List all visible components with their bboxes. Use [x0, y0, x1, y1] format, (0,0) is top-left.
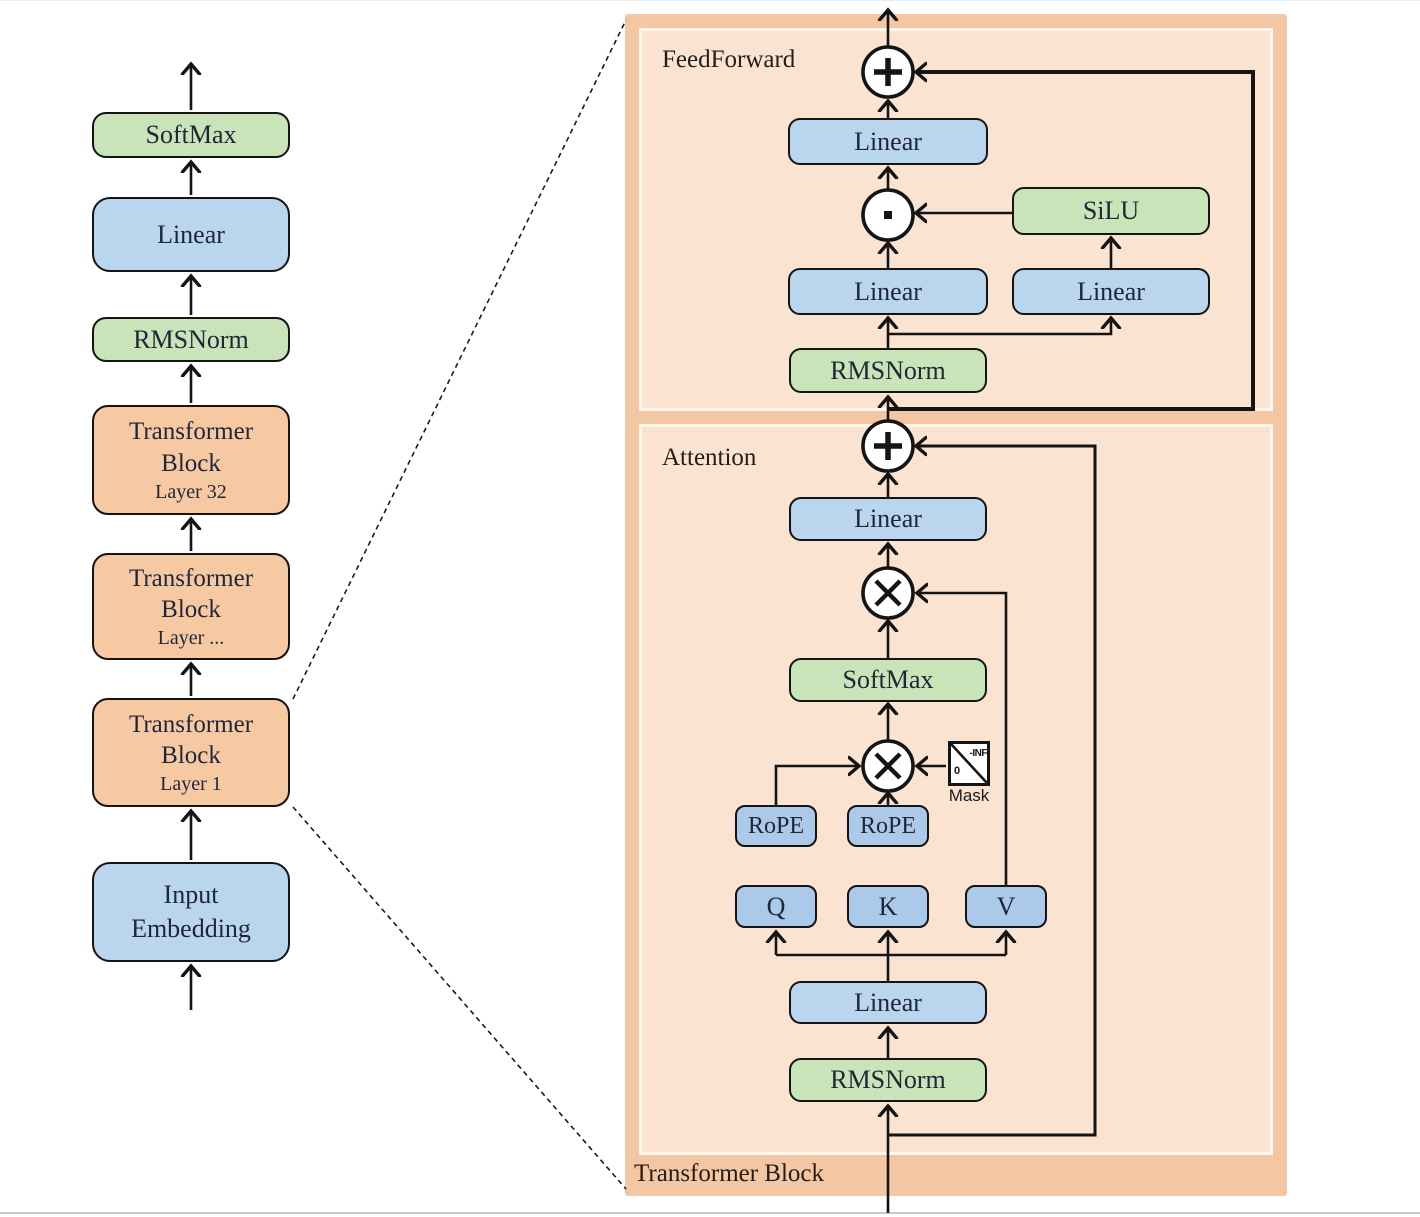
matmul-circle-attn-v: [861, 566, 915, 620]
mask-zero-value: 0: [954, 765, 961, 777]
transformer-block-dots-sublabel: Layer ...: [157, 627, 225, 650]
bottom-edge-line: [0, 1212, 1420, 1214]
attn-rmsnorm-block: RMSNorm: [789, 1058, 987, 1102]
causal-mask-icon: 0 -INF: [948, 741, 990, 786]
mask-caption: Mask: [948, 786, 990, 805]
ff-linear-gate-label: Linear: [854, 276, 922, 306]
transformer-block-1-sublabel: Layer 1: [160, 773, 222, 796]
rope-k-block: RoPE: [847, 805, 929, 847]
top-edge-line: [0, 0, 1420, 1]
ff-linear-down-block: Linear: [788, 118, 988, 165]
zoom-callout-dashed-lines: [292, 19, 627, 1190]
input-embedding-block: Input Embedding: [92, 862, 290, 962]
attention-wires: [776, 446, 1097, 1213]
query-block: Q: [735, 885, 817, 928]
ff-linear-up-block: Linear: [1012, 268, 1210, 315]
value-label: V: [996, 891, 1016, 921]
transformer-block-32-sublabel: Layer 32: [155, 480, 227, 503]
attn-softmax-block: SoftMax: [789, 658, 987, 702]
ff-rmsnorm-label: RMSNorm: [830, 355, 946, 385]
left-rmsnorm-label: RMSNorm: [133, 324, 249, 354]
feedforward-wires: [888, 10, 1255, 421]
ff-silu-label: SiLU: [1082, 196, 1140, 226]
matmul-circle-qk: [861, 739, 915, 793]
transformer-block-layer-1: Transformer Block Layer 1: [92, 698, 290, 807]
ff-silu-block: SiLU: [1012, 187, 1210, 235]
transformer-block-32-label: Transformer Block: [128, 418, 254, 477]
left-linear-label: Linear: [157, 219, 225, 249]
transformer-block-layer-32: Transformer Block Layer 32: [92, 405, 290, 515]
attn-softmax-label: SoftMax: [842, 665, 934, 695]
left-softmax-block: SoftMax: [92, 112, 290, 158]
left-softmax-label: SoftMax: [145, 120, 237, 150]
value-block: V: [965, 885, 1047, 928]
attention-label: Attention: [662, 444, 757, 471]
add-op-circle-attention: [861, 419, 915, 473]
query-label: Q: [766, 891, 786, 921]
attention-panel: [639, 424, 1273, 1155]
ff-linear-up-label: Linear: [1077, 276, 1145, 306]
ff-rmsnorm-block: RMSNorm: [789, 348, 987, 393]
ff-linear-gate-block: Linear: [788, 268, 988, 315]
attn-rmsnorm-label: RMSNorm: [830, 1065, 946, 1095]
mask-neg-inf-value: -INF: [969, 748, 988, 759]
input-embedding-label: Input Embedding: [131, 880, 251, 943]
attn-linear-qkv-label: Linear: [854, 987, 922, 1017]
attn-linear-out-block: Linear: [789, 497, 987, 541]
elementwise-product-circle: [861, 188, 915, 242]
rope-q-label: RoPE: [747, 812, 804, 839]
key-label: K: [878, 891, 898, 921]
attn-linear-out-label: Linear: [854, 504, 922, 534]
left-linear-block: Linear: [92, 197, 290, 272]
feedforward-label: FeedForward: [662, 46, 796, 73]
left-rmsnorm-block: RMSNorm: [92, 317, 290, 362]
add-op-circle-feedforward: [861, 45, 915, 99]
transformer-block-panel-title: Transformer Block: [634, 1160, 825, 1187]
rope-k-label: RoPE: [859, 812, 916, 839]
rope-q-block: RoPE: [735, 805, 817, 847]
transformer-block-layer-dots: Transformer Block Layer ...: [92, 553, 290, 660]
key-block: K: [847, 885, 929, 928]
transformer-block-dots-label: Transformer Block: [128, 564, 254, 623]
transformer-block-1-label: Transformer Block: [128, 710, 254, 769]
ff-linear-down-label: Linear: [854, 126, 922, 156]
attn-linear-qkv-block: Linear: [789, 981, 987, 1024]
